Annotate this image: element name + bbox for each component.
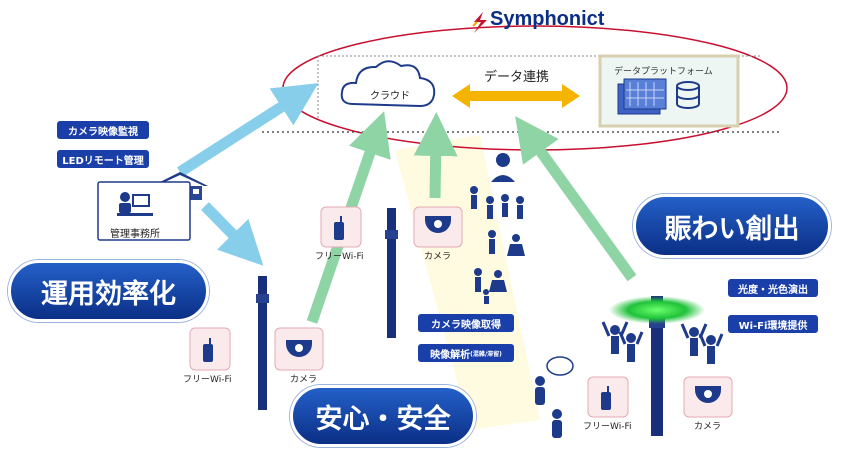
theme-efficiency: 運用効率化 [8, 260, 209, 322]
symphonict-logo-mark [472, 12, 487, 33]
data-link-label: データ連携 [484, 70, 550, 85]
theme-safety: 安心・安全 [290, 385, 476, 447]
brand-name: Symphonict [490, 8, 605, 30]
lively-tag-lighting: 光度・光色演出 [728, 279, 818, 297]
analysis-tag-label: 映像解析 [430, 349, 471, 361]
camera-label-left: カメラ [290, 375, 318, 385]
office-to-pole-arrow [201, 202, 264, 266]
wifi-label-left: フリーWi-Fi [183, 375, 232, 385]
office-tag-camera-monitoring: カメラ映像監視 [57, 121, 149, 139]
right-pole-to-cloud-arrow [515, 116, 637, 282]
office-label: 管理事務所 [110, 229, 160, 240]
analysis-tag-video-capture: カメラ映像取得 [418, 314, 514, 332]
wifi-router-icon [203, 216, 611, 410]
led-glow [609, 296, 705, 324]
center-light-pole [387, 208, 396, 338]
data-link-arrow [452, 84, 580, 108]
office-to-cloud-arrow [177, 83, 319, 177]
crowd-people-icon [470, 153, 525, 304]
theme-lively: 賑わい創出 [633, 194, 831, 258]
server-rack-icon [617, 78, 667, 115]
left-light-pole [258, 276, 267, 410]
analysis-tag-sub: (混雑/滞留) [470, 350, 502, 358]
wifi-label-right: フリーWi-Fi [583, 422, 632, 432]
cheering-people-icon [601, 321, 724, 364]
camera-label-right: カメラ [694, 422, 722, 432]
office-tag-led-management: LEDリモート管理 [57, 150, 149, 168]
database-icon [676, 81, 700, 109]
center-pole-to-cloud-arrow [413, 112, 458, 199]
right-light-pole [651, 296, 663, 436]
operator-at-desk-icon [117, 192, 153, 216]
cloud-icon [340, 60, 436, 108]
data-platform-label: データプラットフォーム [614, 67, 713, 77]
phone-user-icon [535, 356, 574, 438]
dome-camera-icon [286, 216, 721, 403]
cloud-label: クラウド [370, 91, 410, 102]
wifi-label-center: フリーWi-Fi [315, 252, 364, 262]
lively-tag-wifi: Wi-Fi環境提供 [728, 315, 818, 333]
analysis-tag-video-analysis: 映像解析(混雑/滞留) [418, 344, 514, 362]
camera-label-center: カメラ [424, 252, 452, 262]
